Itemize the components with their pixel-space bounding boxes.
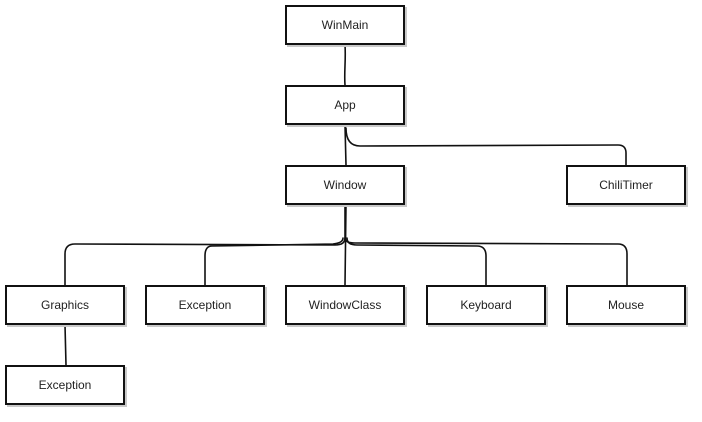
- edge-window-exception: [204, 237, 344, 286]
- node-label: Exception: [178, 298, 232, 312]
- node-chilitimer: ChiliTimer: [566, 165, 686, 205]
- node-label: Exception: [38, 378, 92, 392]
- node-exception-graphics: Exception: [5, 365, 125, 405]
- node-label: ChiliTimer: [599, 178, 653, 192]
- edge-window-mouse: [344, 237, 628, 286]
- node-winmain: WinMain: [285, 5, 405, 45]
- edge-winmain-app: [343, 44, 347, 86]
- edge-app-chilitimer: [345, 127, 627, 166]
- edge-window-keyboard: [346, 237, 487, 286]
- node-label: WinMain: [321, 18, 369, 32]
- edge-graphics-exception: [64, 324, 67, 366]
- edge-app-window: [344, 124, 347, 166]
- edge-window-windowclass: [344, 204, 347, 286]
- node-app: App: [285, 85, 405, 125]
- node-label: Window: [323, 178, 367, 192]
- node-label: Keyboard: [460, 298, 512, 312]
- node-windowclass: WindowClass: [285, 285, 405, 325]
- node-window: Window: [285, 165, 405, 205]
- node-graphics: Graphics: [5, 285, 125, 325]
- node-label: Graphics: [40, 298, 90, 312]
- node-label: Mouse: [607, 298, 645, 312]
- node-mouse: Mouse: [566, 285, 686, 325]
- edge-window-graphics: [64, 237, 346, 286]
- node-label: WindowClass: [308, 298, 382, 312]
- node-exception-window: Exception: [145, 285, 265, 325]
- node-label: App: [334, 98, 356, 112]
- node-keyboard: Keyboard: [426, 285, 546, 325]
